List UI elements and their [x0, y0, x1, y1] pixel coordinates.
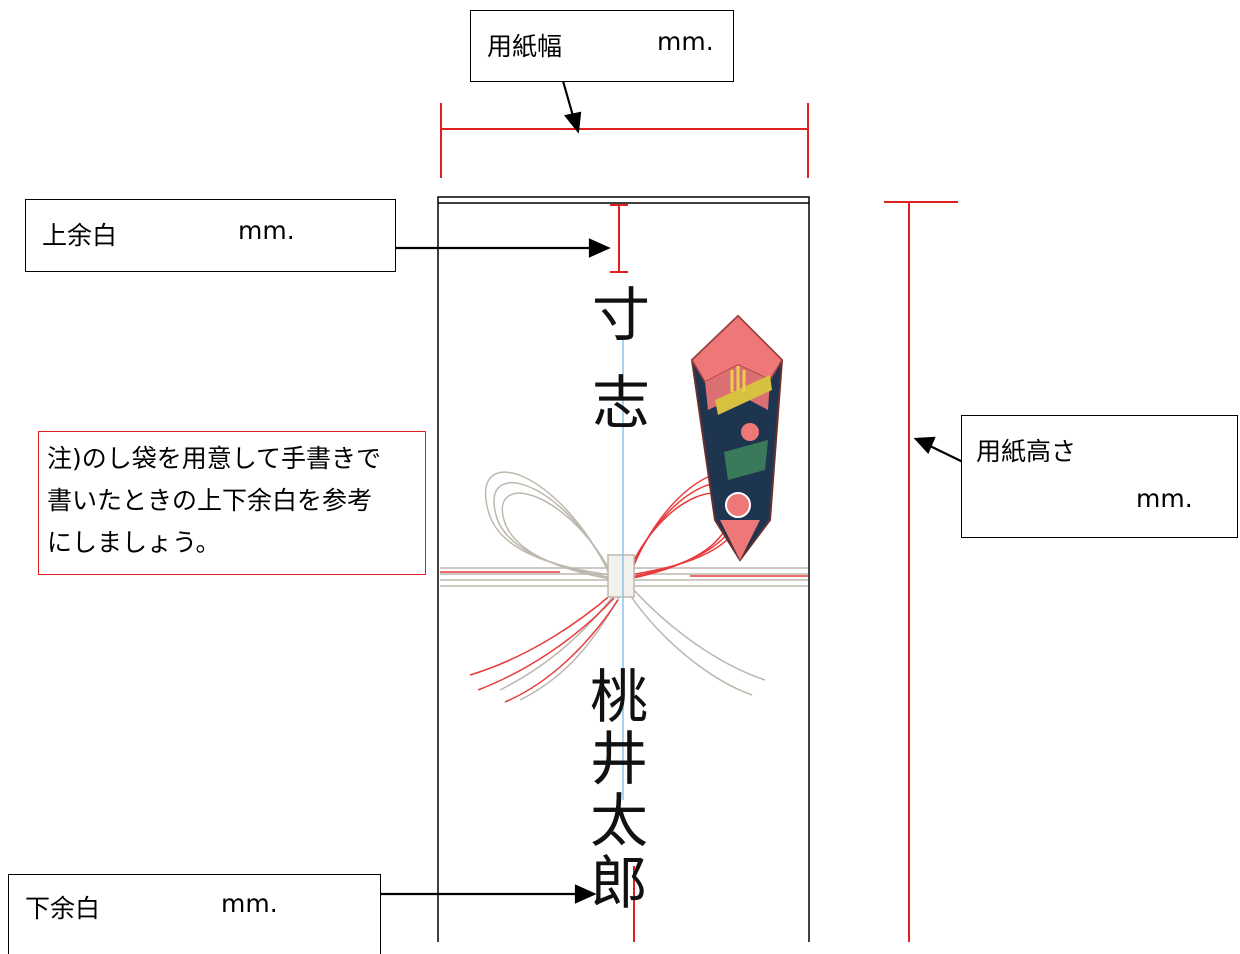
top-margin-label-box: 上余白 mm. [25, 199, 396, 272]
envelope-name-char: 井 [590, 725, 649, 793]
envelope-name-char: 桃 [590, 663, 649, 731]
top-margin-marker [610, 204, 628, 273]
top-margin-label: 上余白 [42, 221, 118, 250]
margin-note-line: 書いたときの上下余白を参考 [47, 486, 373, 515]
paper-width-unit: mm. [657, 27, 714, 56]
paper-height-dimension [884, 201, 958, 942]
envelope-name-char: 郎 [590, 849, 649, 917]
top-margin-unit: mm. [238, 216, 295, 245]
margin-note: 注)のし袋を用意して手書きで 書いたときの上下余白を参考 にしましょう。 [38, 431, 426, 575]
bottom-margin-unit: mm. [221, 889, 278, 918]
paper-height-label-box: 用紙高さ mm. [961, 415, 1238, 538]
margin-note-line: 注)のし袋を用意して手書きで [47, 444, 382, 473]
envelope-name-char: 太 [590, 787, 649, 855]
noshi-ornament [690, 314, 784, 562]
envelope-title-char: 寸 [592, 281, 651, 349]
callout-arrows [379, 80, 966, 904]
paper-width-label-box: 用紙幅 mm. [470, 10, 734, 82]
bottom-margin-label-box: 下余白 mm. [8, 874, 381, 954]
margin-note-line: にしましょう。 [47, 528, 221, 557]
mizuhiki-cord [440, 471, 808, 703]
paper-height-unit: mm. [1136, 484, 1193, 513]
paper-width-label: 用紙幅 [487, 32, 563, 61]
bottom-margin-label: 下余白 [25, 894, 101, 923]
envelope-title-char: 志 [592, 369, 651, 437]
paper-height-label: 用紙高さ [976, 437, 1077, 466]
paper-width-dimension [440, 103, 809, 178]
